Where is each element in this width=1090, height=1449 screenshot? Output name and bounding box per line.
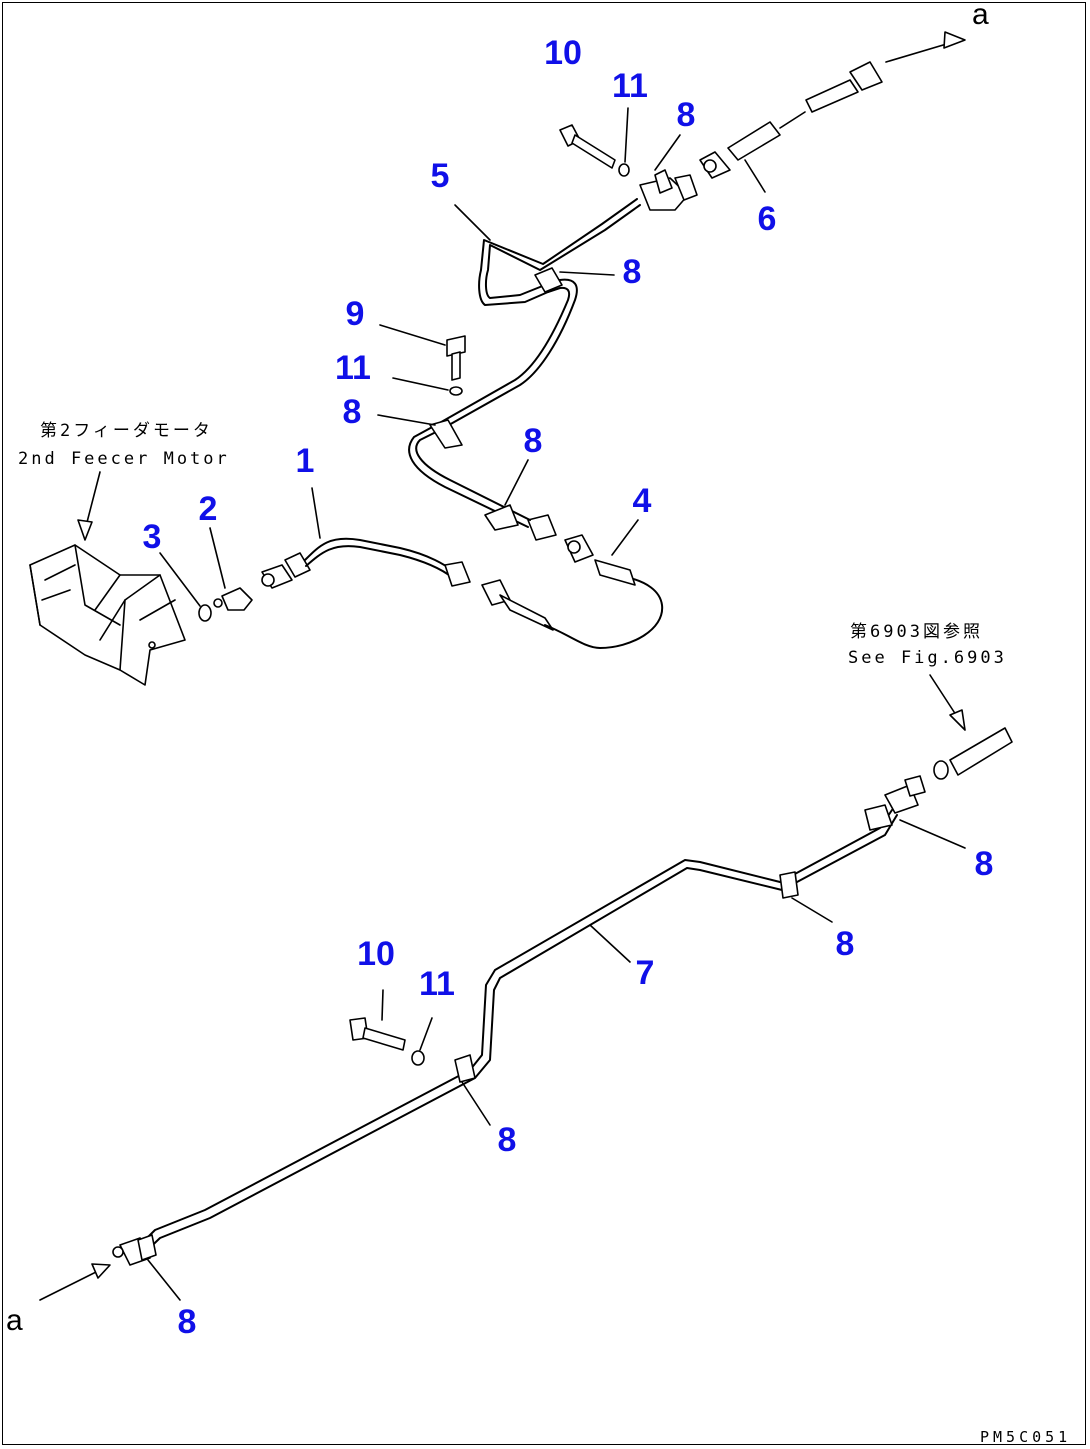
bolt-part-10-upper [559,124,616,169]
ref-a-bottom: a [6,1304,23,1337]
callout-11-b: 11 [335,349,371,387]
callout-10-b: 10 [357,935,395,973]
lower-fittings [112,727,1013,1266]
callout-8-a: 8 [677,96,696,134]
callout-10-a: 10 [544,34,582,72]
callout-11-a: 11 [612,67,648,105]
washer-part-11-mid [449,386,463,396]
washer-part-11-lower [411,1050,425,1066]
pipe-part-7 [129,809,898,1263]
see-note-jp: 第6903図参照 [850,622,983,642]
see-note-en: See Fig.6903 [848,648,1007,668]
o-ring-part-3 [198,604,212,622]
leader-lines-lower [39,674,966,1301]
bolt-part-10-lower [349,1017,406,1051]
elbow-part-2 [213,587,253,611]
motor-note-en: 2nd Feecer Motor [18,449,230,469]
callout-11-c: 11 [419,965,455,1003]
ref-a-top: a [972,0,989,31]
callout-numbers: 1 2 3 4 5 6 7 8 8 8 8 8 8 8 8 9 10 10 11… [143,34,994,1341]
feeder-motor [29,544,186,686]
hose-part-6 [699,61,883,179]
clamp-part-8-lower [137,804,893,1261]
hose-part-4 [544,534,664,649]
motor-note-arrow [77,471,101,541]
callout-5: 5 [431,157,450,195]
callout-8-d: 8 [524,422,543,460]
leader-lines-upper [159,31,966,607]
callout-9: 9 [346,295,365,333]
pipe-part-5 [408,174,698,541]
callout-1: 1 [296,442,315,480]
callout-3: 3 [143,518,162,556]
callout-2: 2 [199,490,218,528]
clamp-part-8-upper [429,169,673,531]
washer-part-11-upper [618,163,630,177]
callout-7: 7 [636,954,655,992]
callout-8-c: 8 [343,393,362,431]
callout-6: 6 [758,200,777,238]
pipe-part-1 [261,537,554,631]
callout-4: 4 [633,482,652,520]
callout-8-h: 8 [178,1303,197,1341]
drawing-code: PM5C051 [980,1428,1071,1446]
motor-note-jp: 第2フィーダモータ [40,421,213,441]
bolt-part-9 [446,335,466,381]
callout-8-e: 8 [975,845,994,883]
callout-8-b: 8 [623,253,642,291]
callout-8-g: 8 [498,1121,517,1159]
callout-8-f: 8 [836,925,855,963]
